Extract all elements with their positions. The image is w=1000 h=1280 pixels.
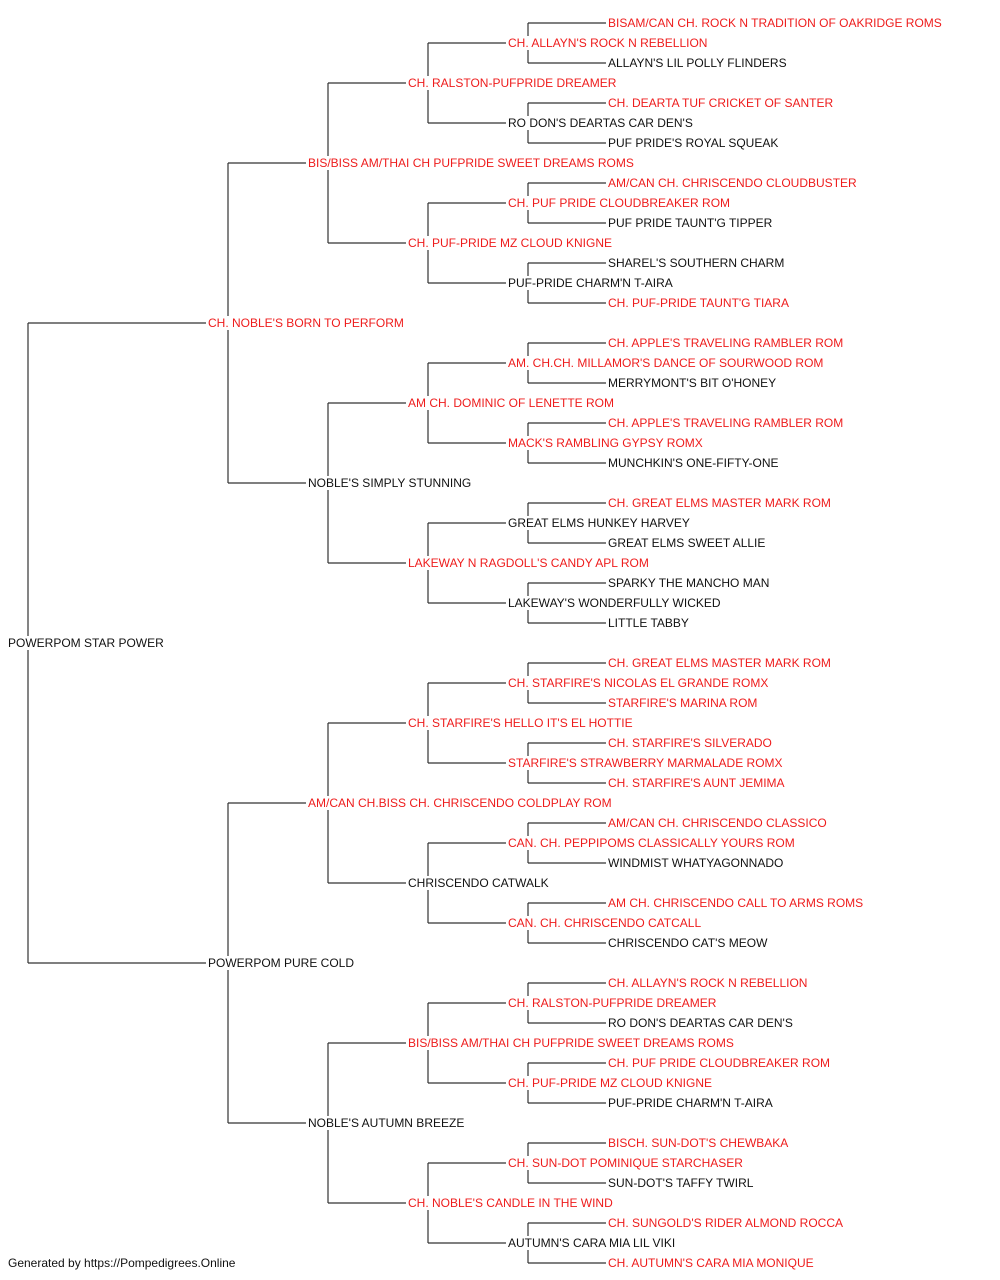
ggg-grandparent-name: SUN-DOT'S TAFFY TWIRL — [608, 1176, 755, 1190]
grandparent-name: AM/CAN CH.BISS CH. CHRISCENDO COLDPLAY R… — [308, 796, 613, 810]
parent-name: CH. NOBLE'S BORN TO PERFORM — [208, 316, 405, 330]
great-grandparent-name: CH. PUF-PRIDE MZ CLOUD KNIGNE — [408, 236, 614, 250]
ggg-grandparent-name: MERRYMONT'S BIT O'HONEY — [608, 376, 778, 390]
gg-grandparent-name: CAN. CH. CHRISCENDO CATCALL — [508, 916, 703, 930]
ggg-grandparent-name: PUF PRIDE'S ROYAL SQUEAK — [608, 136, 780, 150]
gg-grandparent-name: AUTUMN'S CARA MIA LIL VIKI — [508, 1236, 677, 1250]
ggg-grandparent-name: CH. GREAT ELMS MASTER MARK ROM — [608, 496, 832, 510]
ggg-grandparent-name: LITTLE TABBY — [608, 616, 690, 630]
ggg-grandparent-name: RO DON'S DEARTAS CAR DEN'S — [608, 1016, 794, 1030]
gg-grandparent-name: CH. SUN-DOT POMINIQUE STARCHASER — [508, 1156, 744, 1170]
ggg-grandparent-name: CH. APPLE'S TRAVELING RAMBLER ROM — [608, 416, 845, 430]
gg-grandparent-name: CH. STARFIRE'S NICOLAS EL GRANDE ROMX — [508, 676, 770, 690]
great-grandparent-name: BIS/BISS AM/THAI CH PUFPRIDE SWEET DREAM… — [408, 1036, 735, 1050]
ggg-grandparent-name: CH. STARFIRE'S AUNT JEMIMA — [608, 776, 786, 790]
ggg-grandparent-name: CH. ALLAYN'S ROCK N REBELLION — [608, 976, 809, 990]
gg-grandparent-name: CH. RALSTON-PUFPRIDE DREAMER — [508, 996, 718, 1010]
gg-grandparent-name: MACK'S RAMBLING GYPSY ROMX — [508, 436, 704, 450]
ggg-grandparent-name: PUF PRIDE TAUNT'G TIPPER — [608, 216, 774, 230]
gg-grandparent-name: LAKEWAY'S WONDERFULLY WICKED — [508, 596, 722, 610]
ggg-grandparent-name: BISAM/CAN CH. ROCK N TRADITION OF OAKRID… — [608, 16, 943, 30]
ggg-grandparent-name: PUF-PRIDE CHARM'N T-AIRA — [608, 1096, 774, 1110]
ggg-grandparent-name: CH. PUF PRIDE CLOUDBREAKER ROM — [608, 1056, 832, 1070]
gg-grandparent-name: CAN. CH. PEPPIPOMS CLASSICALLY YOURS ROM — [508, 836, 796, 850]
grandparent-name: NOBLE'S AUTUMN BREEZE — [308, 1116, 466, 1130]
gg-grandparent-name: AM. CH.CH. MILLAMOR'S DANCE OF SOURWOOD … — [508, 356, 825, 370]
ggg-grandparent-name: BISCH. SUN-DOT'S CHEWBAKA — [608, 1136, 790, 1150]
gg-grandparent-name: CH. ALLAYN'S ROCK N REBELLION — [508, 36, 709, 50]
grandparent-name: NOBLE'S SIMPLY STUNNING — [308, 476, 473, 490]
ggg-grandparent-name: SPARKY THE MANCHO MAN — [608, 576, 771, 590]
great-grandparent-name: CH. NOBLE'S CANDLE IN THE WIND — [408, 1196, 614, 1210]
ggg-grandparent-name: CH. STARFIRE'S SILVERADO — [608, 736, 773, 750]
ggg-grandparent-name: CH. DEARTA TUF CRICKET OF SANTER — [608, 96, 835, 110]
parent-name: POWERPOM PURE COLD — [208, 956, 356, 970]
great-grandparent-name: AM CH. DOMINIC OF LENETTE ROM — [408, 396, 616, 410]
great-grandparent-name: CH. RALSTON-PUFPRIDE DREAMER — [408, 76, 618, 90]
ggg-grandparent-name: AM/CAN CH. CHRISCENDO CLOUDBUSTER — [608, 176, 858, 190]
ggg-grandparent-name: WINDMIST WHATYAGONNADO — [608, 856, 785, 870]
ggg-grandparent-name: CHRISCENDO CAT'S MEOW — [608, 936, 769, 950]
ggg-grandparent-name: CH. SUNGOLD'S RIDER ALMOND ROCCA — [608, 1216, 844, 1230]
gg-grandparent-name: GREAT ELMS HUNKEY HARVEY — [508, 516, 691, 530]
gg-grandparent-name: CH. PUF PRIDE CLOUDBREAKER ROM — [508, 196, 732, 210]
ggg-grandparent-name: CH. AUTUMN'S CARA MIA MONIQUE — [608, 1256, 815, 1270]
grandparent-name: BIS/BISS AM/THAI CH PUFPRIDE SWEET DREAM… — [308, 156, 635, 170]
ggg-grandparent-name: CH. PUF-PRIDE TAUNT'G TIARA — [608, 296, 790, 310]
generated-by-footer: Generated by https://Pompedigrees.Online — [8, 1256, 236, 1270]
ggg-grandparent-name: AM/CAN CH. CHRISCENDO CLASSICO — [608, 816, 828, 830]
ggg-grandparent-name: SHAREL'S SOUTHERN CHARM — [608, 256, 786, 270]
gg-grandparent-name: CH. PUF-PRIDE MZ CLOUD KNIGNE — [508, 1076, 714, 1090]
great-grandparent-name: CH. STARFIRE'S HELLO IT'S EL HOTTIE — [408, 716, 634, 730]
ggg-grandparent-name: STARFIRE'S MARINA ROM — [608, 696, 759, 710]
ggg-grandparent-name: MUNCHKIN'S ONE-FIFTY-ONE — [608, 456, 780, 470]
subject-name: POWERPOM STAR POWER — [8, 636, 165, 650]
great-grandparent-name: CHRISCENDO CATWALK — [408, 876, 550, 890]
gg-grandparent-name: PUF-PRIDE CHARM'N T-AIRA — [508, 276, 674, 290]
gg-grandparent-name: STARFIRE'S STRAWBERRY MARMALADE ROMX — [508, 756, 784, 770]
ggg-grandparent-name: CH. GREAT ELMS MASTER MARK ROM — [608, 656, 832, 670]
great-grandparent-name: LAKEWAY N RAGDOLL'S CANDY APL ROM — [408, 556, 650, 570]
ggg-grandparent-name: ALLAYN'S LIL POLLY FLINDERS — [608, 56, 788, 70]
ggg-grandparent-name: AM CH. CHRISCENDO CALL TO ARMS ROMS — [608, 896, 865, 910]
ggg-grandparent-name: CH. APPLE'S TRAVELING RAMBLER ROM — [608, 336, 845, 350]
gg-grandparent-name: RO DON'S DEARTAS CAR DEN'S — [508, 116, 694, 130]
ggg-grandparent-name: GREAT ELMS SWEET ALLIE — [608, 536, 767, 550]
